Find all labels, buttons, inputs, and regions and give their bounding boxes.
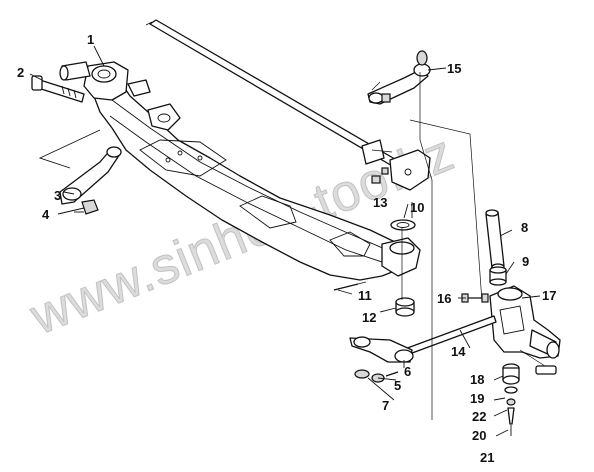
callout-11: 11 (358, 288, 372, 303)
nut-5-and-bolt-7 (354, 369, 399, 383)
bushing-9 (489, 266, 507, 286)
steering-arm-left (38, 129, 122, 205)
callout-14: 14 (451, 344, 466, 359)
alignment-lines (401, 72, 483, 420)
bottom-hardware-stack (502, 363, 557, 436)
callout-22: 22 (472, 409, 486, 424)
callout-12: 12 (362, 310, 376, 325)
callout-13: 13 (373, 195, 387, 210)
kingpin-8 (485, 209, 505, 271)
callout-16: 16 (437, 291, 451, 306)
bushing-12 (395, 297, 415, 317)
bushing-13 (390, 219, 416, 231)
callout-7: 7 (382, 398, 389, 413)
callout-4: 4 (42, 207, 50, 222)
callout-2: 2 (17, 65, 24, 80)
callout-10: 10 (410, 200, 424, 215)
callout-labels: 1 2 3 4 5 6 7 8 9 10 11 12 13 14 15 16 1… (17, 32, 556, 465)
callout-18: 18 (470, 372, 484, 387)
callout-1: 1 (87, 32, 94, 47)
callout-5: 5 (394, 378, 401, 393)
tie-rod-14 (349, 315, 497, 363)
pin-11 (333, 281, 367, 291)
nut-4 (74, 199, 99, 215)
callout-9: 9 (522, 254, 529, 269)
callout-17: 17 (542, 288, 556, 303)
callout-leaders (29, 45, 541, 437)
bolt-2 (31, 75, 85, 103)
relay-arm (371, 149, 431, 191)
drag-link-rod (145, 19, 401, 168)
callout-19: 19 (470, 391, 484, 406)
callout-15: 15 (447, 61, 461, 76)
callout-8: 8 (521, 220, 528, 235)
steering-knuckle-17 (489, 285, 561, 369)
callout-21: 21 (480, 450, 494, 465)
callout-20: 20 (472, 428, 486, 443)
pitman-arm-15 (367, 50, 431, 105)
callout-6: 6 (404, 364, 411, 379)
callout-3: 3 (54, 188, 61, 203)
